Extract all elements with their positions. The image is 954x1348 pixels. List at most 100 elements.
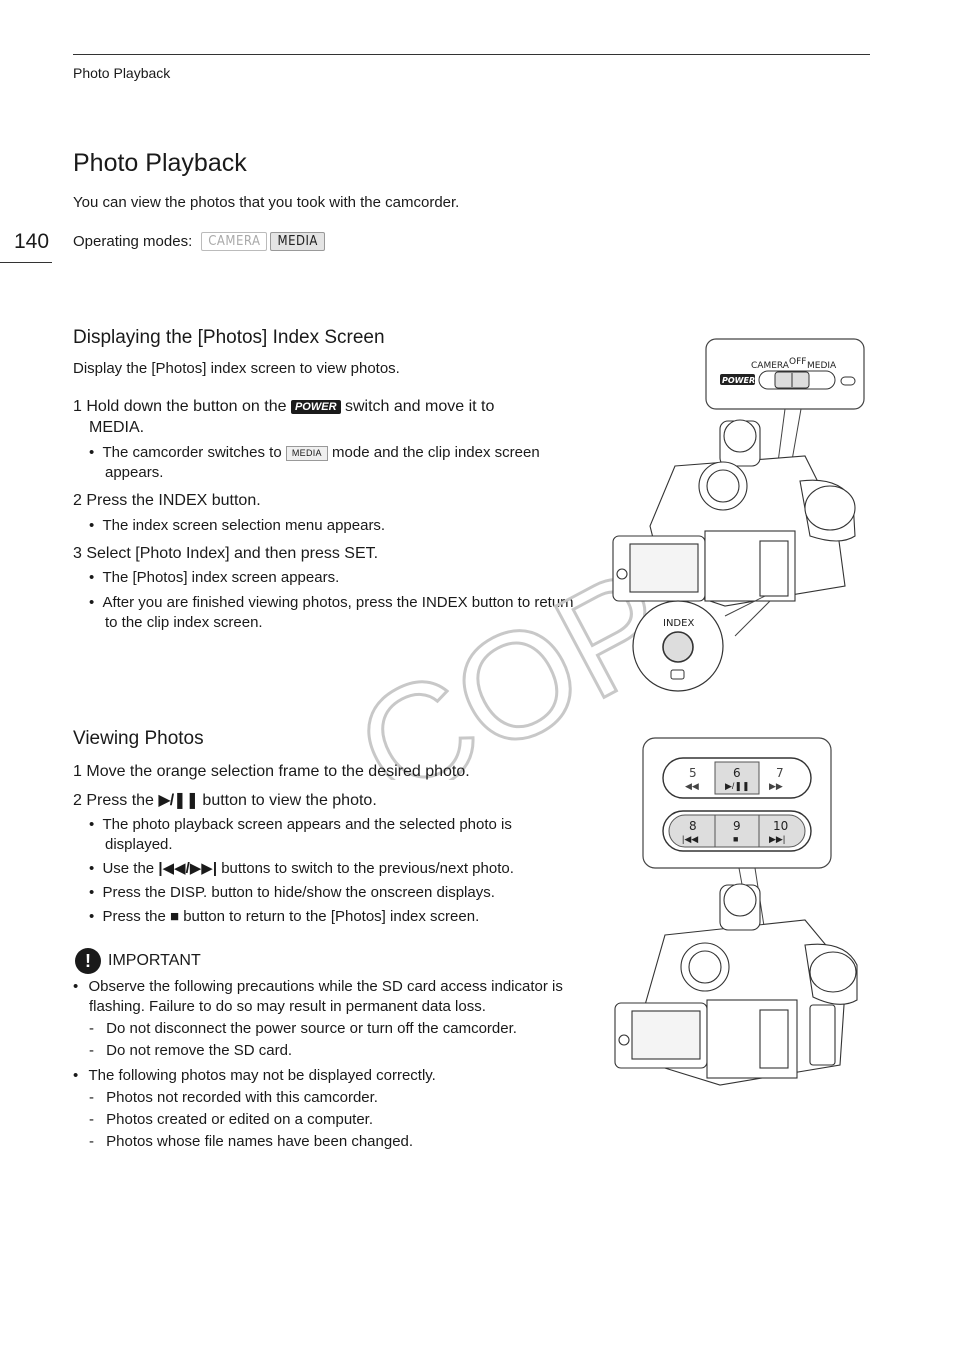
button-10-number: 10 [773,819,788,833]
dash: - [89,1020,94,1037]
power-label-text: POWER [722,376,755,385]
switch-label-camera: CAMERA [751,361,790,371]
step-number: 2 [73,492,82,509]
switch-label-media: MEDIA [807,361,837,371]
bullet-text: Press the [102,908,166,925]
button-9-number: 9 [733,819,741,833]
button-row-bottom-highlight [668,814,806,848]
page-number: 140 [14,230,50,253]
bullet-item: • The camcorder switches to MEDIA mode a… [89,443,589,463]
sub-item: - Do not disconnect the power source or … [89,1019,517,1039]
button-6-highlight [714,761,760,795]
bullet-dot: • [73,1067,79,1084]
bullet-item: • After you are finished viewing photos,… [89,593,609,613]
switch-label-off: OFF [789,357,806,367]
bullet-dot: • [89,816,95,833]
running-header: Photo Playback [73,65,171,81]
important-text: Observe the following precautions while … [88,978,563,995]
important-exclamation-icon: ! [75,948,101,974]
step-number: 3 [73,545,82,562]
step-1-cont: MEDIA. [89,419,145,436]
sub-text: Photos created or edited on a computer. [106,1111,374,1128]
bullet-dot: • [89,860,95,877]
step-text: Press the [86,792,154,809]
important-item: • Observe the following precautions whil… [73,977,608,997]
important-cont: flashing. Failure to do so may result in… [89,998,486,1015]
skip-forward-icon: ▶▶| [769,834,785,844]
bullet-dot: • [89,444,95,461]
bullet-dot: • [89,884,95,901]
step-2: 2 Press the ▶/❚❚ button to view the phot… [73,790,377,811]
bullet-text: mode and the clip index screen [332,444,540,461]
bullet-dot: • [89,517,95,534]
dash: - [89,1089,94,1106]
camcorder-playback-buttons-illustration: 5 ◀◀ 6 ▶/❚❚ 7 ▶▶ 8 |◀◀ 9 ■ 10 ▶▶| [614,737,858,1086]
operating-modes: Operating modes: CAMERA MEDIA [73,232,325,251]
step-text: Press the INDEX button. [86,492,261,509]
step-number: 1 [73,398,82,415]
bullet-text: The camcorder switches to [102,444,282,461]
intro-text: You can view the photos that you took wi… [73,194,460,211]
mode-media-badge: MEDIA [270,232,325,251]
section-description: Display the [Photos] index screen to vie… [73,360,400,377]
header-rule [73,54,870,55]
bullet-text: The index screen selection menu appears. [102,517,386,534]
bullet-text: The photo playback screen appears and th… [102,816,512,833]
bullet-cont: appears. [105,464,164,481]
step-1: 1 Hold down the button on the POWER swit… [73,396,593,417]
step-3: 3 Select [Photo Index] and then press SE… [73,543,378,564]
bullet-item: • Press the ■ button to return to the [P… [89,907,479,927]
copy-watermark: COPY [329,520,660,780]
bullet-text: button to return to the [Photos] index s… [183,908,480,925]
step-text: button to view the photo. [202,792,377,809]
step-number: 1 [73,763,82,780]
stop-icon: ■ [733,834,738,844]
step-1: 1 Move the orange selection frame to the… [73,761,470,782]
page-title: Photo Playback [73,149,247,177]
power-label-badge [720,374,755,385]
sub-item: - Photos not recorded with this camcorde… [89,1088,378,1108]
camcorder-drawing [612,419,856,607]
bullet-item: • Use the |◀◀/▶▶| buttons to switch to t… [89,859,609,879]
important-text: The following photos may not be displaye… [88,1067,436,1084]
skip-prev-next-icon: |◀◀/▶▶| [158,860,218,877]
step-text: Select [Photo Index] and then press SET. [86,545,379,562]
sub-text: Photos not recorded with this camcorder. [106,1089,378,1106]
camcorder-power-switch-illustration: CAMERA OFF MEDIA POWER INDEX [612,338,865,692]
button-7-number: 7 [776,766,784,780]
bullet-cont: displayed. [105,836,173,853]
bullet-item: • The photo playback screen appears and … [89,815,609,835]
skip-back-icon: |◀◀ [682,834,698,844]
step-text: Move the orange selection frame to the d… [86,763,470,780]
sub-item: - Do not remove the SD card. [89,1041,292,1061]
sub-item: - Photos created or edited on a computer… [89,1110,373,1130]
step-2: 2 Press the INDEX button. [73,490,261,511]
bullet-text: After you are finished viewing photos, p… [102,594,574,611]
button-5-number: 5 [689,766,697,780]
sub-text: Do not disconnect the power source or tu… [106,1020,517,1037]
dash: - [89,1111,94,1128]
rewind-icon: ◀◀ [685,781,699,791]
dash: - [89,1133,94,1150]
bullet-dot: • [89,569,95,586]
important-label: IMPORTANT [108,952,201,969]
media-badge: MEDIA [285,446,328,461]
dash: - [89,1042,94,1059]
bullet-dot: • [89,908,95,925]
index-button [662,631,694,663]
bullet-item: • Press the DISP. button to hide/show th… [89,883,495,903]
step-number: 2 [73,792,82,809]
button-8-number: 8 [689,819,697,833]
bullet-text: Use the [102,860,155,877]
bullet-item: • The index screen selection menu appear… [89,516,385,536]
bullet-text: buttons to switch to the previous/next p… [221,860,514,877]
fast-forward-icon: ▶▶ [769,781,783,791]
stop-icon: ■ [169,908,180,925]
important-item: • The following photos may not be displa… [73,1066,436,1086]
section-heading-viewing-photos: Viewing Photos [73,728,204,749]
sub-item: - Photos whose file names have been chan… [89,1132,413,1152]
power-badge: POWER [290,400,341,414]
mode-camera-badge: CAMERA [201,232,268,251]
step-text: switch and move it to [344,398,495,415]
operating-modes-label: Operating modes: [73,233,193,250]
